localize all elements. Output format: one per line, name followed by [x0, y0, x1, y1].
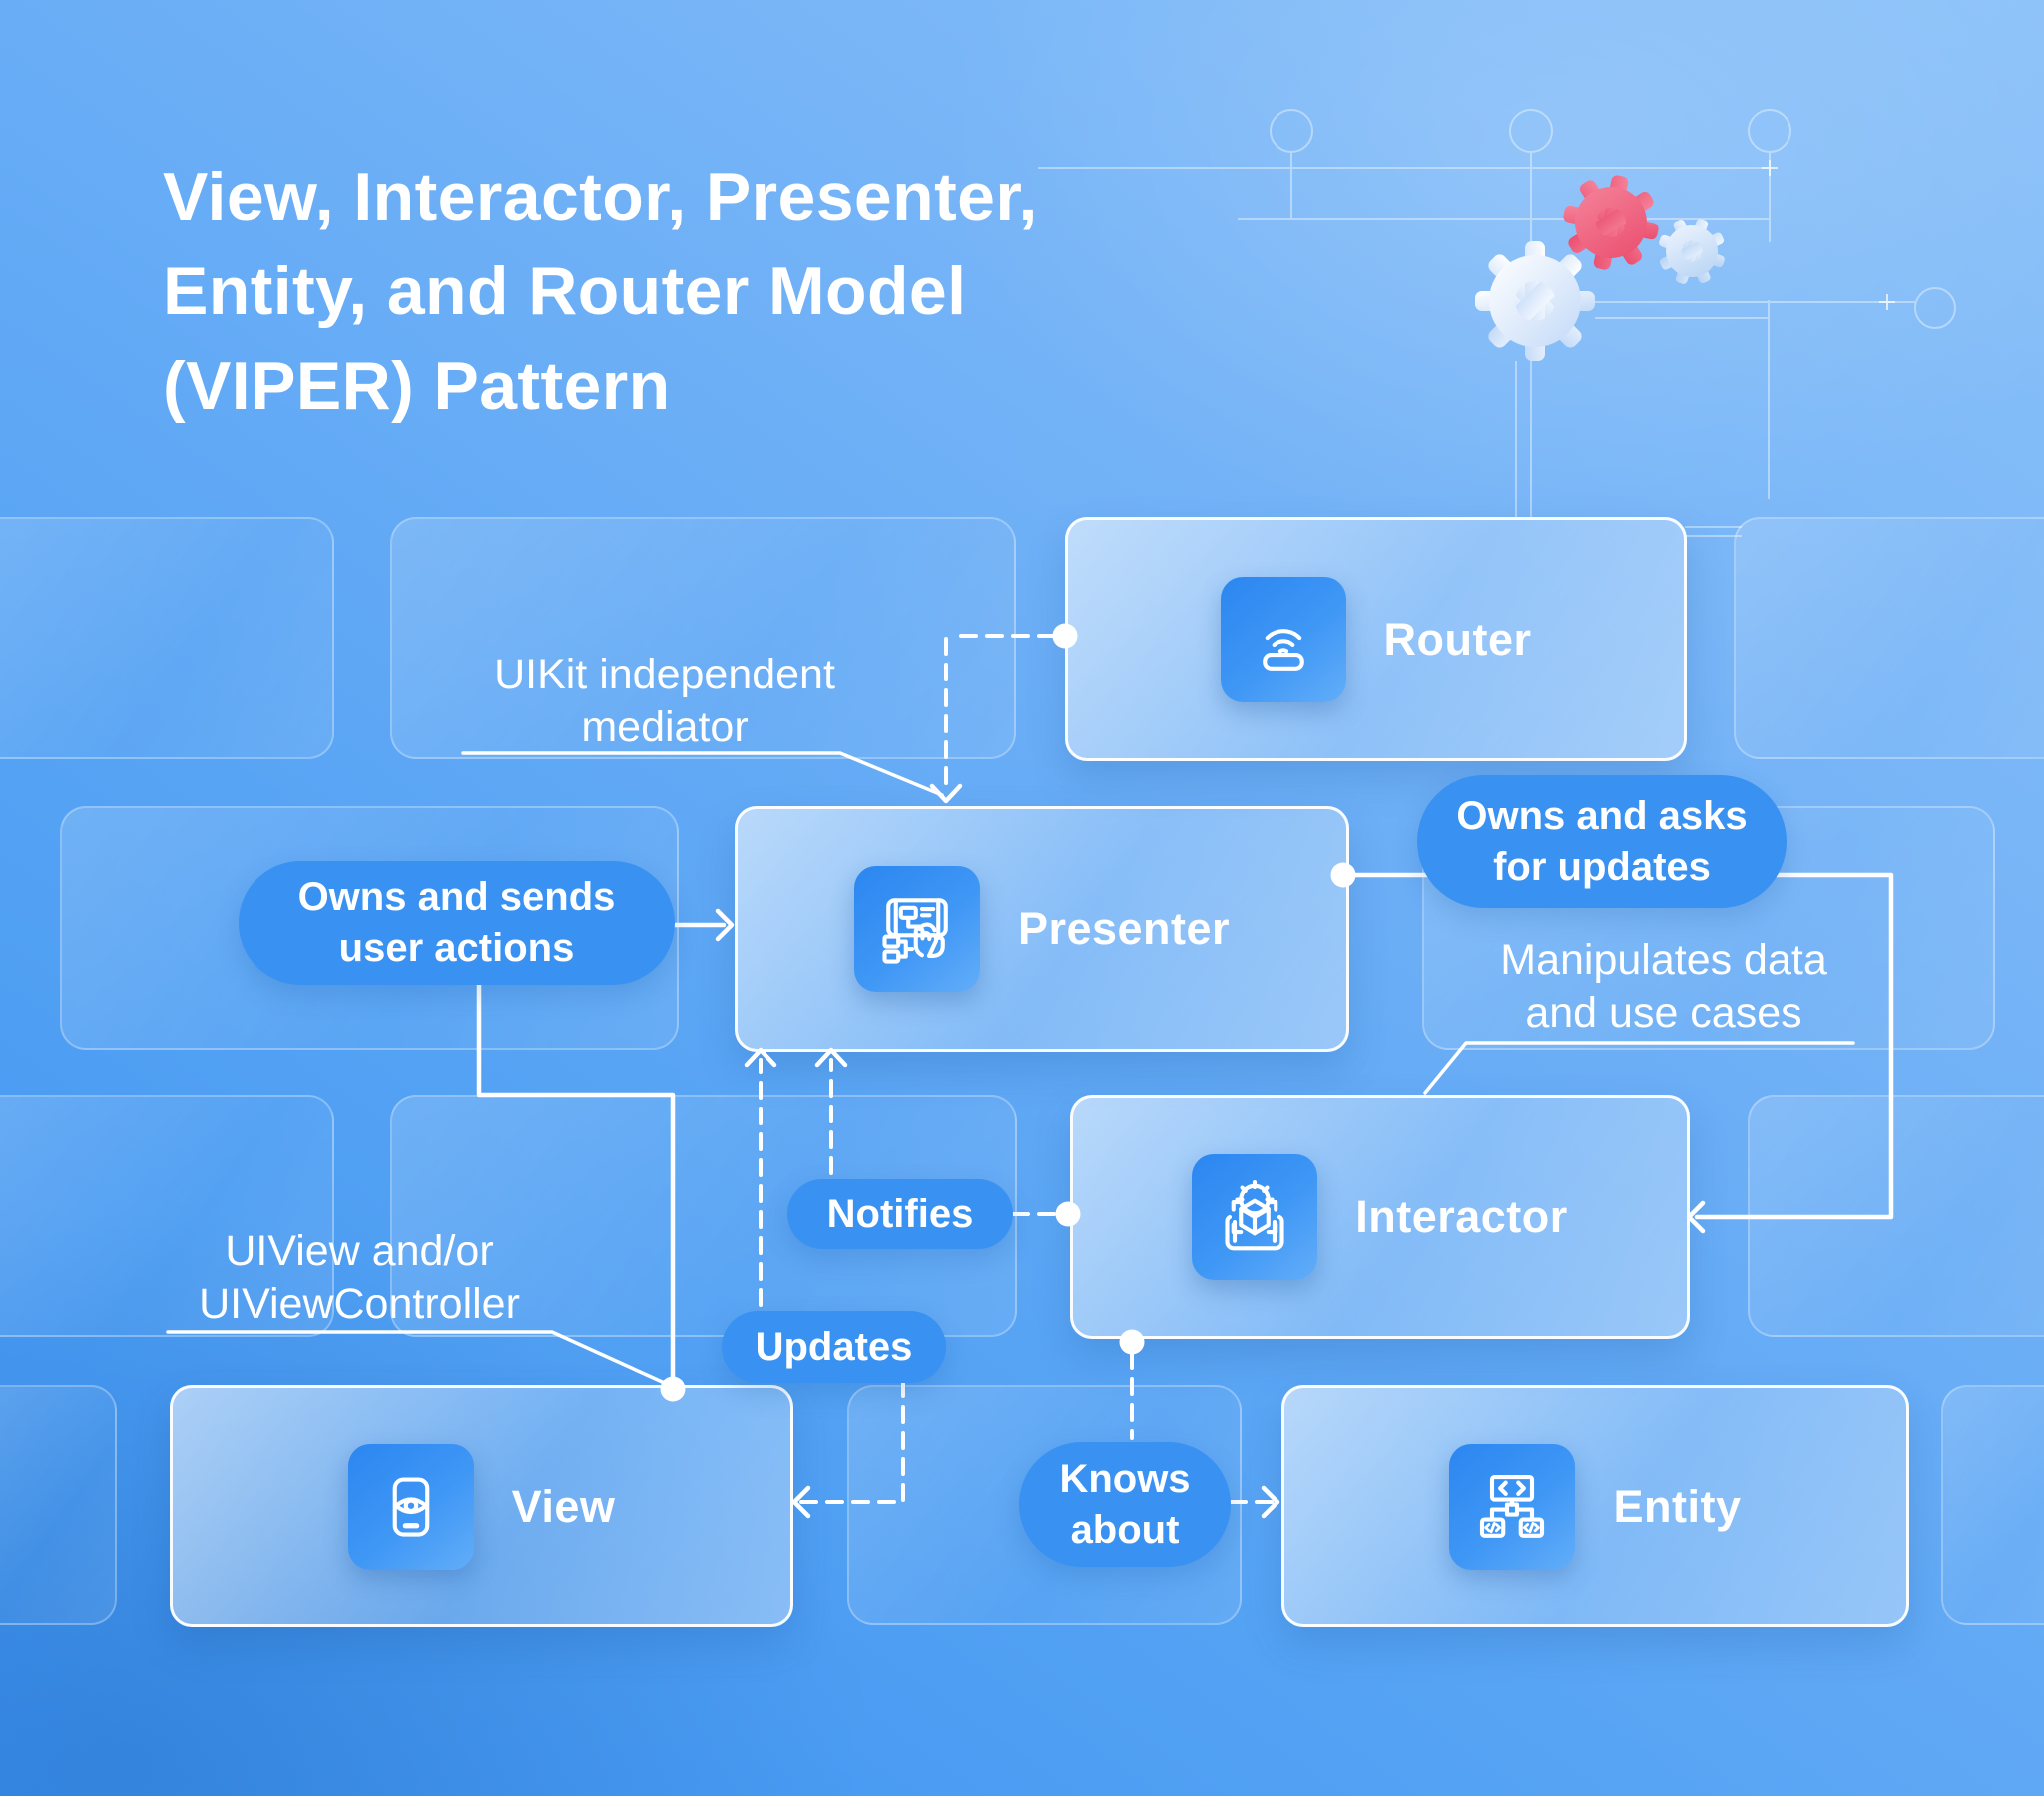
arrowhead-right — [715, 908, 735, 942]
gear-cube-icon — [1225, 1179, 1284, 1250]
pointer-uiview — [166, 1330, 671, 1387]
presenter-label: Presenter — [1017, 903, 1231, 954]
pill-line: Knows — [1059, 1456, 1191, 1501]
pill-knows-about: Knows about — [1019, 1442, 1231, 1567]
pill-line: Owns and asks — [1456, 793, 1748, 838]
title-line: (VIPER) Pattern — [163, 348, 671, 424]
annotation-line: UIView and/or — [225, 1227, 494, 1275]
glass-box — [1941, 1385, 2044, 1625]
presenter-icon-tile — [853, 866, 980, 992]
pill-owns-and-sends: Owns and sends user actions — [239, 861, 675, 985]
entity-box: Entity — [1281, 1385, 1909, 1627]
screen-touch-icon — [882, 898, 948, 964]
connection-dots — [660, 623, 1356, 1402]
arrowhead-up — [744, 1047, 777, 1068]
arrowhead-right — [1261, 1485, 1280, 1519]
annotation-manipulates: Manipulates data and use cases — [1414, 934, 1913, 1040]
presenter-box: Presenter — [735, 806, 1349, 1052]
glass-box — [0, 1095, 334, 1337]
arrowhead-left — [1686, 1200, 1706, 1234]
arrowhead-left — [791, 1485, 811, 1519]
pill-line: user actions — [338, 926, 575, 970]
pill-line: Owns and sends — [297, 875, 616, 919]
gear-icon — [1475, 241, 1595, 361]
blueprint-ticks — [1762, 160, 1895, 310]
annotation-line: Manipulates data — [1500, 936, 1827, 984]
pointer-uikit — [461, 751, 944, 797]
phone-eye-icon — [392, 1476, 429, 1537]
interactor-label: Interactor — [1355, 1190, 1568, 1242]
annotation-line: UIViewController — [199, 1280, 520, 1328]
pill-updates: Updates — [722, 1311, 946, 1383]
annotation-line: UIKit independent — [494, 651, 835, 698]
annotation-line: mediator — [581, 703, 749, 751]
annotation-line: and use cases — [1525, 989, 1802, 1037]
pill-line: Updates — [755, 1324, 913, 1369]
dashed-updates-view — [799, 1379, 905, 1504]
pill-line: Notifies — [826, 1191, 974, 1236]
code-tree-icon — [1480, 1474, 1545, 1538]
page-title: View, Interactor, Presenter, Entity, and… — [163, 150, 1038, 434]
entity-label: Entity — [1613, 1480, 1742, 1532]
view-icon-tile — [347, 1443, 474, 1570]
annotation-uiview: UIView and/or UIViewController — [110, 1225, 609, 1331]
pill-line: about — [1070, 1507, 1180, 1552]
router-icon-tile — [1220, 576, 1346, 702]
arrowhead-down — [929, 783, 963, 804]
title-line: Entity, and Router Model — [163, 253, 967, 329]
title-line: View, Interactor, Presenter, — [163, 159, 1038, 234]
router-label: Router — [1383, 613, 1532, 665]
router-box: Router — [1065, 517, 1687, 761]
gear-icon — [1659, 219, 1725, 284]
view-box: View — [170, 1385, 793, 1627]
pill-line: for updates — [1493, 844, 1711, 889]
pill-owns-and-asks: Owns and asks for updates — [1417, 775, 1787, 908]
annotation-uikit: UIKit independent mediator — [415, 649, 914, 754]
connector-presenter-interactor-loop — [1340, 872, 1894, 1220]
arrowhead-up — [814, 1047, 848, 1068]
wifi-router-icon — [1262, 628, 1304, 671]
glass-box — [0, 517, 334, 759]
entity-icon-tile — [1449, 1443, 1576, 1570]
interactor-icon-tile — [1192, 1153, 1318, 1280]
gear-icon — [1563, 175, 1659, 270]
glass-box — [1734, 517, 2044, 759]
glass-box — [390, 517, 1016, 759]
view-label: View — [511, 1480, 616, 1532]
pointer-manipulates — [1423, 1041, 1855, 1095]
glass-box — [0, 1385, 117, 1625]
pill-notifies: Notifies — [787, 1179, 1013, 1249]
connector-ownssends-view — [476, 982, 676, 1388]
interactor-box: Interactor — [1070, 1095, 1690, 1339]
blueprint-lines — [1038, 109, 1956, 537]
